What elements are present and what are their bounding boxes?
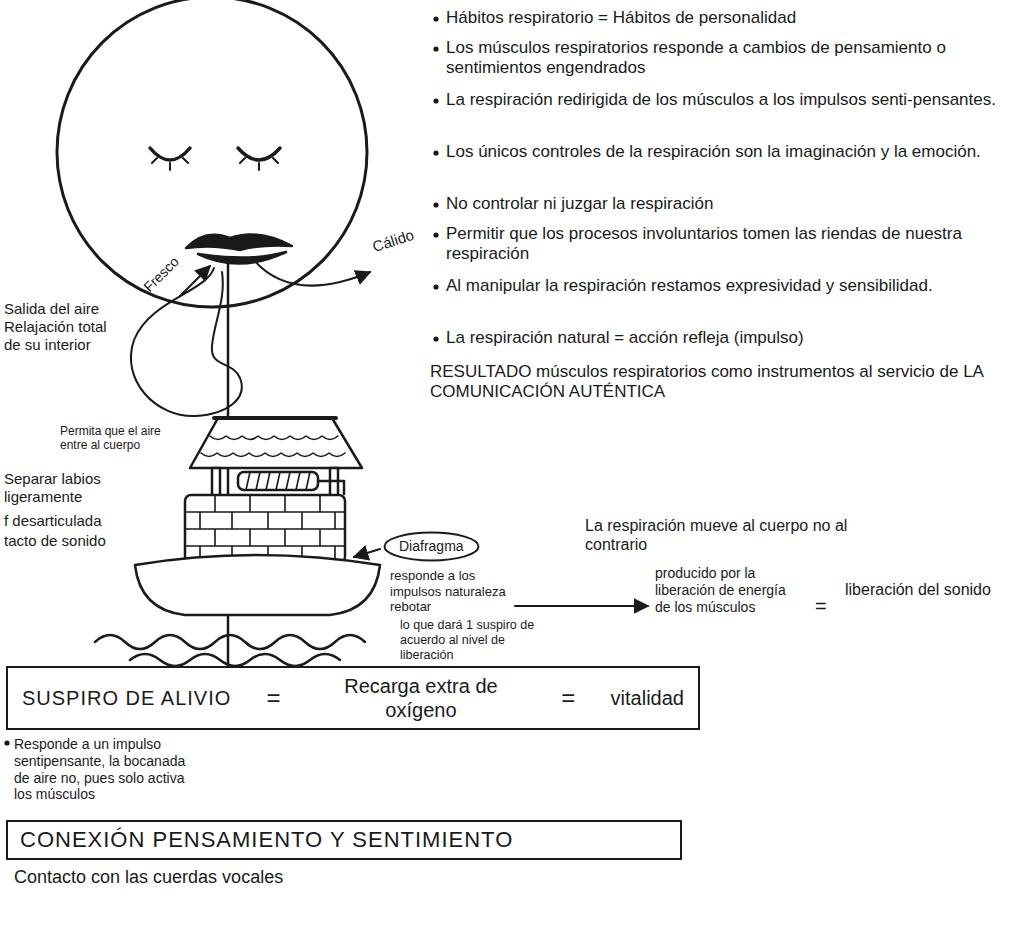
- bullet-dot: [433, 202, 438, 207]
- side-note: f desarticulada: [4, 512, 102, 530]
- bullet-note: No controlar ni juzgar la respiración: [446, 194, 1021, 214]
- bullet-dot: [4, 740, 9, 745]
- oval-outline: [385, 533, 479, 561]
- node-text: SUSPIRO DE ALIVIO: [22, 686, 231, 710]
- sigh-box: SUSPIRO DE ALIVIO = Recarga extra de oxíge…: [6, 666, 700, 730]
- roller-handle: [318, 481, 344, 494]
- bullet-note: La respiración redirigida de los músculo…: [446, 90, 1021, 110]
- well-base: [135, 555, 380, 615]
- node-text: CONEXIÓN PENSAMIENTO Y SENTIMIENTO: [20, 827, 668, 853]
- roof-tiles: [201, 436, 345, 457]
- bullet-dot: [433, 46, 438, 51]
- side-note: tacto de sonido: [4, 532, 106, 550]
- upper-lip: [186, 234, 292, 250]
- eyelashes: [240, 158, 278, 170]
- diaphragm-note: lo que dará 1 suspiro de acuerdo al nive…: [400, 618, 540, 663]
- bullet-dot: [433, 336, 438, 341]
- brick-wall: [185, 495, 345, 563]
- water-waves: [95, 635, 365, 649]
- side-note: Separar labios ligeramente: [4, 470, 126, 506]
- bullet-note: Hábitos respiratorio = Hábitos de person…: [446, 8, 1021, 28]
- equals-sign: =: [815, 594, 827, 618]
- bullet-note: Al manipular la respiración restamos exp…: [446, 276, 1021, 296]
- diaphragm-note: responde a los impulsos naturaleza rebot…: [390, 568, 510, 615]
- water-waves: [130, 654, 340, 666]
- bullet-note: Responde a un impulso sentipensante, la …: [14, 736, 189, 803]
- energy-note: producido por la liberación de energía d…: [655, 565, 805, 615]
- air-label: Cálido: [370, 226, 416, 256]
- side-note: La respiración mueve al cuerpo no al con…: [585, 516, 905, 554]
- bullet-dot: [433, 16, 438, 21]
- warm-breath-arrow: [252, 258, 370, 286]
- node-text: Recarga extra de oxígeno: [316, 674, 526, 722]
- bullet-dot: [433, 232, 438, 237]
- well-roof: [190, 418, 362, 468]
- bullet-dot: [433, 150, 438, 155]
- node-text: =: [267, 684, 281, 713]
- inhale-arrow: [180, 266, 210, 296]
- air-label: Fresco: [140, 253, 182, 295]
- lower-lip: [198, 252, 286, 264]
- node-text: Diafragma: [399, 538, 464, 555]
- bullet-note: La respiración natural = acción refleja …: [446, 328, 1021, 348]
- bullet-note: Los únicos controles de la respiración s…: [446, 142, 1021, 162]
- well-post: [212, 468, 220, 496]
- node-text: vitalidad: [611, 686, 684, 710]
- roller-rope: [246, 472, 310, 490]
- result-note: RESULTADO músculos respiratorios como in…: [430, 362, 1020, 403]
- bullet-dot: [433, 98, 438, 103]
- connection-box: CONEXIÓN PENSAMIENTO Y SENTIMIENTO: [6, 820, 682, 860]
- bullet-note: Permitir que los procesos involuntarios …: [446, 224, 1021, 265]
- energy-note: liberación del sonido: [845, 580, 995, 599]
- side-note: Contacto con las cuerdas vocales: [14, 867, 283, 889]
- side-note: Salida del aire Relajación total de su i…: [4, 300, 122, 354]
- diaphragm-leader: [354, 549, 380, 557]
- well-roller: [238, 472, 318, 490]
- rebound-arrow: [515, 605, 648, 607]
- bullet-dot: [433, 284, 438, 289]
- node-text: =: [561, 684, 575, 713]
- bullet-dot: [4, 16, 438, 745]
- roof-ridge: [214, 416, 336, 420]
- face-circle: [57, 0, 367, 307]
- brick-joints: [185, 495, 345, 563]
- eyelashes: [152, 158, 188, 170]
- diaphragm-oval: Diafragma: [383, 531, 480, 562]
- side-note: Permita que el aire entre al cuerpo: [60, 424, 170, 453]
- bullet-note: Los músculos respiratorios responde a ca…: [446, 38, 1021, 79]
